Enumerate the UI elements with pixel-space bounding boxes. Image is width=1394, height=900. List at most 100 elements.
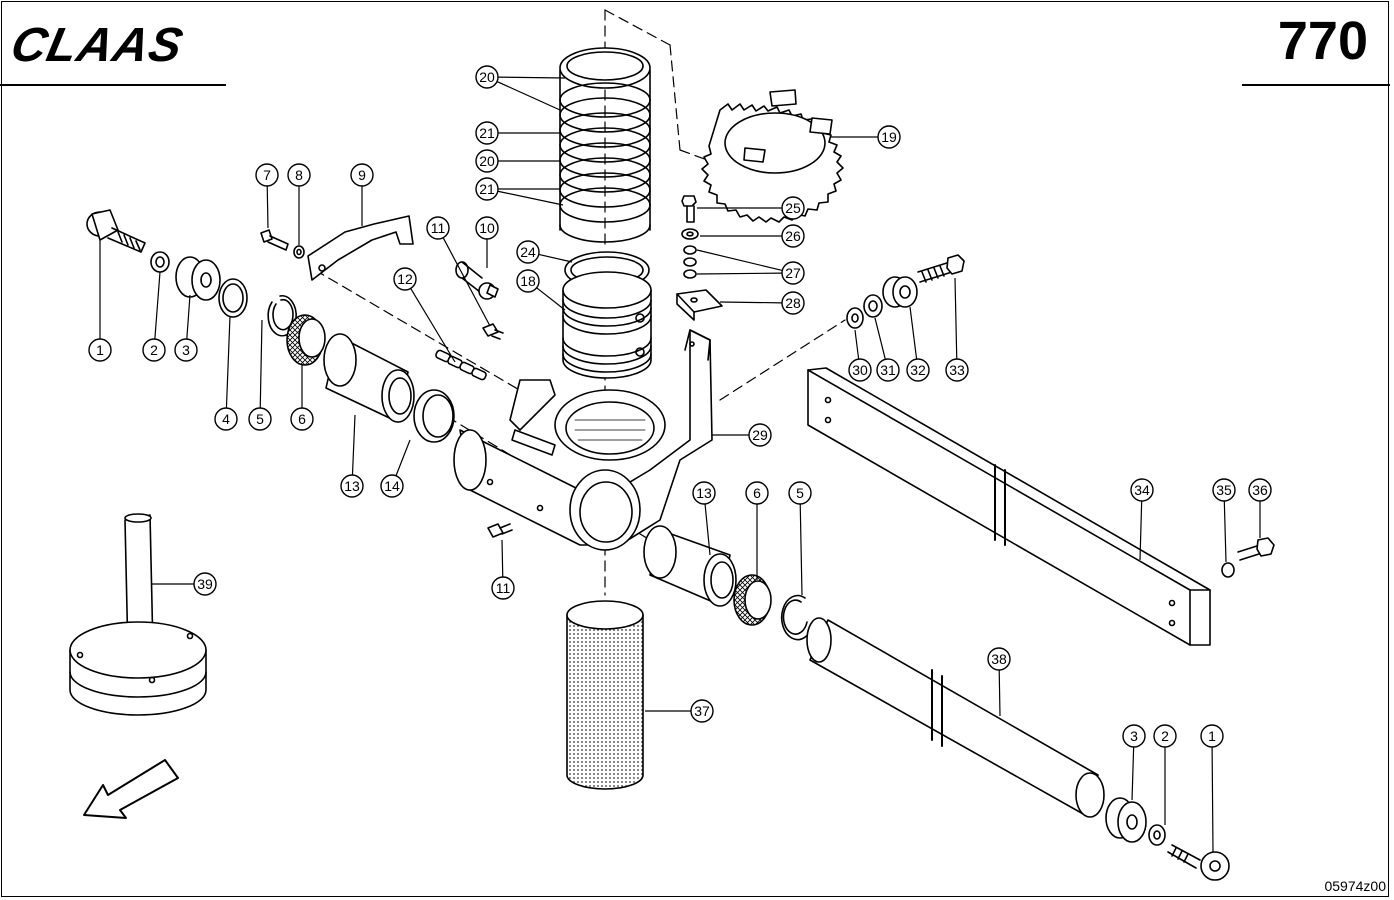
callout-leader-line xyxy=(998,669,1001,717)
callout-label: 4 xyxy=(222,411,230,427)
callout-circle xyxy=(142,338,166,362)
callout-label: 3 xyxy=(1130,728,1138,744)
callout-label: 21 xyxy=(479,125,495,141)
callout-spring-upper: 20 xyxy=(475,65,566,111)
callout-washer-top: 26 xyxy=(700,224,805,248)
callout-circle xyxy=(1248,478,1272,502)
spring-washer-left-part xyxy=(150,251,170,273)
grease-nipple-top-part xyxy=(482,323,504,340)
callout-label: 11 xyxy=(431,220,446,236)
callout-leader-line xyxy=(696,249,783,272)
callout-bolt-top: 25 xyxy=(697,196,805,220)
callout-label: 20 xyxy=(479,69,495,85)
callout-leader-line xyxy=(854,329,860,360)
callout-circle xyxy=(426,216,450,240)
callout-leader-line xyxy=(225,315,231,409)
callout-label: 36 xyxy=(1252,482,1268,498)
bushing-left-part xyxy=(175,256,221,301)
callout-circle xyxy=(287,163,311,187)
callout-circlip-right: 5 xyxy=(788,481,812,596)
callout-bolt-left: 1 xyxy=(88,240,112,362)
callout-circle xyxy=(475,177,499,201)
callout-threaded-sleeve: 18 xyxy=(516,269,566,311)
spring-washers-part xyxy=(683,245,697,279)
callout-label: 5 xyxy=(796,485,804,501)
callout-label: 2 xyxy=(1161,728,1169,744)
callout-label: 1 xyxy=(1208,728,1216,744)
callout-label: 37 xyxy=(694,703,710,719)
bearing-ring-part xyxy=(413,389,455,443)
callout-label: 25 xyxy=(785,200,801,216)
callout-label: 14 xyxy=(384,478,400,494)
callout-leader-line xyxy=(501,539,504,578)
callout-leader-line xyxy=(351,414,356,476)
callout-label: 20 xyxy=(479,153,495,169)
spring-stack-part xyxy=(559,47,651,243)
callout-circle xyxy=(193,572,217,596)
callout-label: 10 xyxy=(479,220,495,236)
seal-right-part xyxy=(733,574,772,626)
callout-washer-bar: 35 xyxy=(1212,478,1236,563)
callout-housing: 29 xyxy=(712,423,772,447)
callout-circlip-left: 5 xyxy=(248,319,272,431)
header-rule-left xyxy=(0,84,226,86)
callout-label: 6 xyxy=(753,485,761,501)
bolt-left-part xyxy=(86,209,146,253)
callout-bearing-ring: 14 xyxy=(380,439,411,498)
seal-left-part xyxy=(286,314,326,366)
callout-washer-right: 31 xyxy=(874,317,900,382)
drawing-code: 05974z00 xyxy=(1324,878,1386,894)
callout-label: 18 xyxy=(520,273,536,289)
callout-label: 2 xyxy=(150,342,158,358)
callout-leader-line xyxy=(497,190,564,206)
callout-leader-line xyxy=(536,287,566,311)
callout-circle xyxy=(290,407,314,431)
callout-circle xyxy=(214,407,238,431)
callout-leader-line xyxy=(696,272,783,275)
grease-nipple-bottom-part xyxy=(487,523,513,538)
callout-circle xyxy=(848,358,872,382)
callout-plate: 28 xyxy=(719,291,805,315)
bracket-part xyxy=(307,215,414,281)
callout-leader-line xyxy=(266,185,269,229)
callout-leader-line xyxy=(1131,746,1135,801)
bolt-bar-part xyxy=(1237,537,1275,561)
flat-bar-part xyxy=(807,367,1211,646)
page-number: 770 xyxy=(1277,11,1368,71)
callout-grease-nipple-top: 11 xyxy=(426,216,491,327)
callout-circle xyxy=(491,576,515,600)
callout-leader-line xyxy=(259,319,263,409)
bolt-right-part xyxy=(917,254,965,283)
callout-circle xyxy=(876,358,900,382)
callout-spring-washers: 27 xyxy=(696,249,805,285)
stud-part xyxy=(455,261,499,300)
filter-sleeve-part xyxy=(566,600,644,790)
callout-leader-line xyxy=(1211,746,1214,853)
callout-label: 33 xyxy=(949,362,965,378)
callout-leader-line xyxy=(395,439,411,476)
callout-label: 28 xyxy=(785,295,801,311)
tool-part xyxy=(69,513,207,716)
callout-chain: 12 xyxy=(393,267,456,363)
callout-label: 9 xyxy=(358,167,366,183)
callout-circle xyxy=(745,481,769,505)
callout-circle xyxy=(340,474,364,498)
direction-arrow-icon xyxy=(83,759,179,819)
callout-circle xyxy=(475,216,499,240)
callout-circle xyxy=(692,481,716,505)
callout-leader-line xyxy=(186,294,191,340)
callout-leader-line xyxy=(1139,500,1143,561)
callout-spring-lower: 21 xyxy=(475,177,564,206)
callout-label: 13 xyxy=(696,485,712,501)
callout-label: 12 xyxy=(397,271,413,287)
sleeve-left-part xyxy=(323,333,415,423)
callout-leader-line xyxy=(410,288,456,363)
callout-circle xyxy=(877,125,901,149)
housing-part xyxy=(453,329,713,551)
bushing-right-part xyxy=(882,276,918,308)
callout-circle xyxy=(906,358,930,382)
callout-tool: 39 xyxy=(151,572,217,596)
